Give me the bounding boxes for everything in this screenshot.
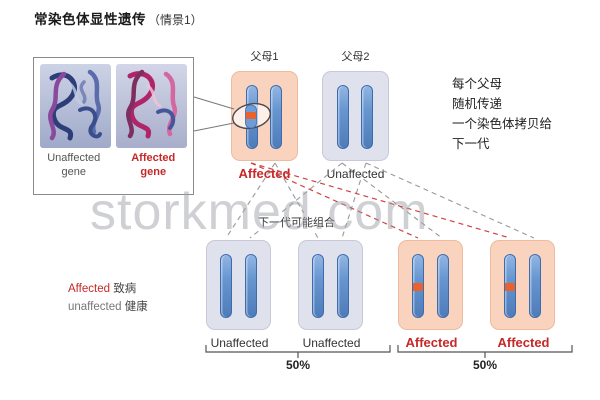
child4-status: Affected: [497, 335, 550, 350]
legend-affected: Affected 致病: [68, 283, 137, 295]
child3-card: [398, 240, 463, 330]
chromosome-affected: [412, 254, 424, 318]
title-subtitle: （情景1）: [148, 13, 203, 27]
chromosome: [437, 254, 449, 318]
chromosome: [529, 254, 541, 318]
unaffected-gene-label: Unaffected gene: [47, 152, 101, 178]
child2-card: [298, 240, 363, 330]
child4-card: [490, 240, 555, 330]
chromosome: [337, 85, 349, 149]
chromosome: [337, 254, 349, 318]
chromosome: [220, 254, 232, 318]
parent1-card: [231, 71, 298, 161]
legend: Affected 致病 unaffected 健康: [68, 281, 148, 317]
child1-status: Unaffected: [210, 336, 269, 350]
chromosome: [270, 85, 282, 149]
chromosome: [312, 254, 324, 318]
gene-label-row: Unaffected gene Affected gene: [34, 152, 193, 180]
callout-lines: [193, 96, 235, 132]
percent-right: 50%: [472, 358, 498, 372]
next-generation-label: 下一代可能组合: [253, 213, 340, 231]
page-title: 常染色体显性遗传（情景1）: [34, 8, 203, 28]
legend-unaffected: unaffected 健康: [68, 300, 148, 313]
gene-image-row: [34, 58, 193, 148]
chromosome: [361, 85, 373, 149]
mutation-band: [505, 283, 515, 291]
child2-status: Unaffected: [302, 336, 361, 350]
parent2-status: Unaffected: [326, 167, 385, 181]
chromosome-affected: [246, 85, 258, 149]
mutation-band: [413, 283, 423, 291]
child1-card: [206, 240, 271, 330]
percent-left: 50%: [285, 358, 311, 372]
parent2-name: 父母2: [341, 51, 370, 63]
affected-gene-image: [116, 64, 187, 148]
mutation-band: [247, 114, 257, 122]
unaffected-gene-image: [40, 64, 111, 148]
affected-gene-label: Affected gene: [131, 152, 176, 178]
inheritance-note: 每个父母 随机传递 一个染色体拷贝给 下一代: [452, 77, 553, 151]
title-text: 常染色体显性遗传: [34, 12, 146, 27]
parent2-card: [322, 71, 389, 161]
chromosome: [245, 254, 257, 318]
chromosome-affected: [504, 254, 516, 318]
gene-comparison-box: Unaffected gene Affected gene: [33, 57, 194, 195]
child3-status: Affected: [405, 335, 458, 350]
parent1-name: 父母1: [250, 51, 279, 63]
